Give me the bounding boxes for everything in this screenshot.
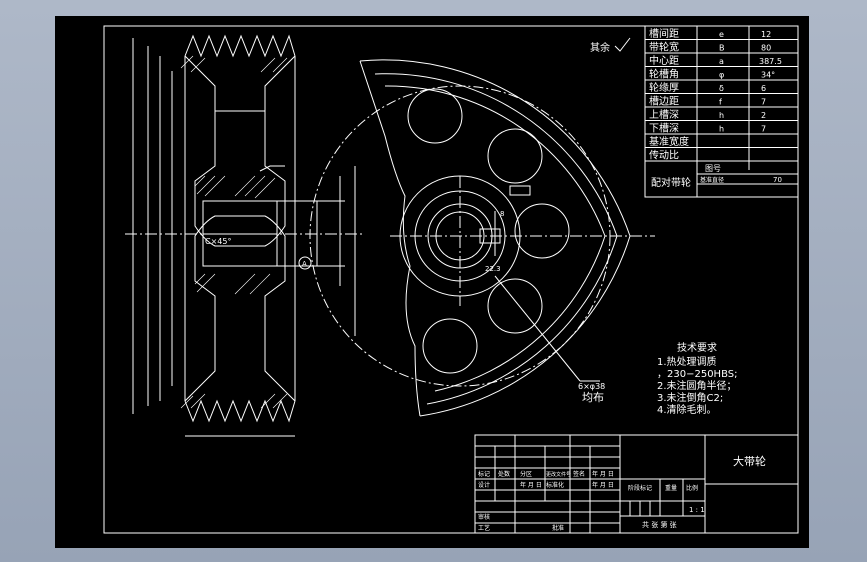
pair-label: 配对带轮 [651,176,691,189]
parameter-table: 槽间距 e 12 带轮宽 B 80 中心距 a 387.5 轮槽角 φ 34° … [644,25,799,198]
param-val: 6 [761,84,766,93]
tb-sign: 签名 [573,470,585,478]
hole [422,318,478,374]
param-val: 34° [761,71,775,80]
roughness-note: 其余 [590,41,610,54]
tech-line: ，230−250HBS; [657,369,737,380]
param-sym: e [719,30,724,39]
param-label: 上槽深 [649,108,679,121]
param-val: 12 [761,30,771,39]
drawing-canvas: A C×45° 6×φ38 均布 8 22.3 [103,25,799,534]
pair-sub2: 基准直径 [700,176,724,184]
param-label: 轮槽角 [649,68,679,81]
tech-line: 1.热处理调质 [657,355,717,368]
param-val: 2 [761,111,766,120]
tb-sheet: 共 张 第 张 [642,520,677,529]
param-sym: δ [719,84,724,93]
top-groove-teeth [184,34,296,58]
tb-date: 年 月 日 [592,481,614,489]
param-label: 槽边距 [649,95,679,108]
param-val: 80 [761,44,771,53]
tb-design: 设计 [478,481,490,489]
hole [487,128,543,184]
title-block: 标记 处数 分区 更改文件号 签名 年 月 日 设计 年 月 日 标准化 年 月… [474,434,799,534]
tech-line: 4.清除毛刺。 [657,403,717,416]
hole [407,88,463,144]
chamfer-label: C×45° [205,237,231,246]
param-sym: B [719,44,725,53]
tb-approve: 批准 [552,524,564,532]
param-label: 基准宽度 [649,135,689,148]
param-val: 7 [761,125,766,134]
section-view: A C×45° [125,34,365,437]
tb-stage: 阶段标记 [628,484,652,492]
param-sym: f [719,98,722,107]
tech-line: 2.未注圆角半径； [657,379,737,392]
tb-weight: 重量 [665,484,677,492]
param-sym: a [719,57,724,66]
tb-doc: 更改文件号 [546,471,571,478]
param-val: 387.5 [759,57,782,66]
part-name: 大带轮 [733,454,766,468]
bottom-groove-teeth [184,399,296,423]
holes-label: 6×φ38 [578,382,605,391]
tb-scale: 比例 [686,484,698,492]
param-label: 中心距 [649,54,679,67]
param-sym: h [719,125,724,134]
inner-border [103,25,799,534]
param-label: 带轮宽 [649,41,679,54]
param-sym: φ [719,71,724,80]
pair-sub1: 图号 [705,164,721,173]
tb-ratio: 1 : 1 [689,506,705,514]
tb-zone: 分区 [520,470,532,478]
param-val: 7 [761,98,766,107]
front-view: 6×φ38 均布 8 22.3 [309,59,655,417]
hole [487,278,543,334]
detail-a-label: A [302,260,307,268]
hole [514,203,570,259]
param-label: 槽间距 [649,27,679,40]
tb-date: 年 月 日 [520,481,542,489]
drawing-sheet: A C×45° 6×φ38 均布 8 22.3 [55,16,809,548]
param-label: 传动比 [649,150,679,162]
tb-mark: 标记 [478,470,490,478]
tb-count: 处数 [498,470,510,478]
tech-requirements: 技术要求 1.热处理调质 ，230−250HBS; 2.未注圆角半径； 3.未注… [657,341,737,416]
param-label: 轮缘厚 [649,81,679,94]
tb-std: 标准化 [546,481,564,489]
param-sym: h [719,111,724,120]
tech-line: 3.未注倒角C2; [657,391,723,404]
tb-process: 工艺 [478,524,490,532]
holes-note: 均布 [582,391,604,404]
tech-title: 技术要求 [677,341,717,354]
pair-val: 70 [773,176,782,184]
param-label: 下槽深 [649,122,679,135]
tb-date: 年 月 日 [592,470,614,478]
keyway-label: 8 [500,210,504,218]
keyslot-label: 22.3 [485,265,501,273]
tb-review: 审核 [478,513,490,521]
